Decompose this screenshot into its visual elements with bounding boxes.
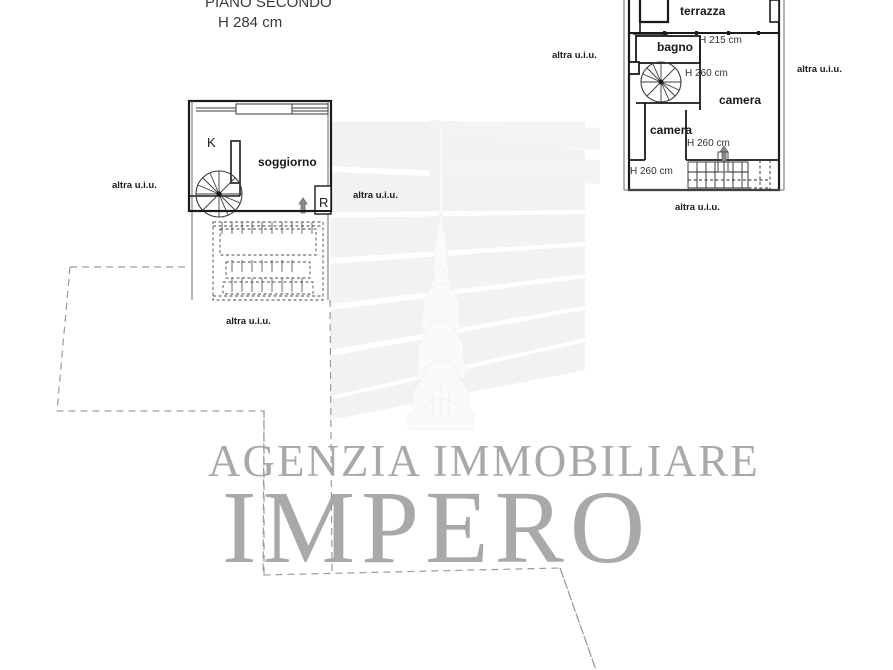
room-label-kitchen: K [207, 135, 216, 150]
watermark-agency-line: AGENZIA IMMOBILIARE [208, 436, 760, 486]
left-plan-lower-level-hatch [221, 222, 313, 292]
left-plan-window-icons [196, 103, 329, 115]
right-plan-wall-nodes [663, 31, 760, 35]
room-label-terrazza: terrazza [680, 4, 726, 18]
property-boundary-dashed [56, 266, 597, 670]
left-plan-storage-closet [314, 185, 332, 215]
right-plan-interior-walls [628, 36, 779, 161]
neighbor-label-left-south: altra u.i.u. [226, 316, 271, 327]
watermark-brand-line: IMPERO [222, 470, 651, 585]
spiral-staircase-icon [195, 170, 243, 218]
neighbor-label-left-west: altra u.i.u. [112, 180, 157, 191]
room-label-soggiorno: soggiorno [258, 155, 317, 169]
height-label-bagno: H 215 cm [699, 35, 742, 46]
door-swing-icon-right [717, 145, 729, 173]
chrysler-building-icon [407, 127, 475, 431]
door-swing-icon [298, 197, 308, 214]
height-label-camera-1: H 260 cm [687, 138, 730, 149]
sawtooth-pattern-icon [330, 122, 585, 420]
chrysler-arch-detail-icon [417, 282, 465, 418]
right-plan-dashed-lower-outline [688, 160, 771, 190]
right-plan-unit-edges [623, 0, 785, 191]
room-label-storage: R [319, 195, 329, 210]
height-label-camera-2: H 260 cm [630, 166, 673, 177]
neighbor-label-right-west: altra u.i.u. [552, 50, 597, 61]
spiral-staircase-icon-right [640, 61, 682, 103]
neighbor-label-left-east: altra u.i.u. [353, 190, 398, 201]
right-floor-plan-group [623, 0, 785, 192]
left-plan-lower-level-outline [212, 221, 324, 301]
page-title-floor: PIANO SECONDO [205, 0, 332, 11]
page-title-height: H 284 cm [218, 14, 283, 31]
room-label-camera-1: camera [719, 93, 762, 107]
neighbor-label-right-east: altra u.i.u. [797, 64, 842, 75]
neighbor-label-right-south: altra u.i.u. [675, 202, 720, 213]
sawtooth-pattern-right-icon [430, 120, 600, 184]
right-plan-bathroom [635, 35, 701, 64]
right-plan-stairs-hatch [687, 161, 749, 189]
height-label-corridoio: H 260 cm [685, 68, 728, 79]
room-label-camera-2: camera [650, 123, 693, 137]
room-label-bagno: bagno [657, 40, 693, 54]
left-floor-plan-group [187, 99, 333, 301]
